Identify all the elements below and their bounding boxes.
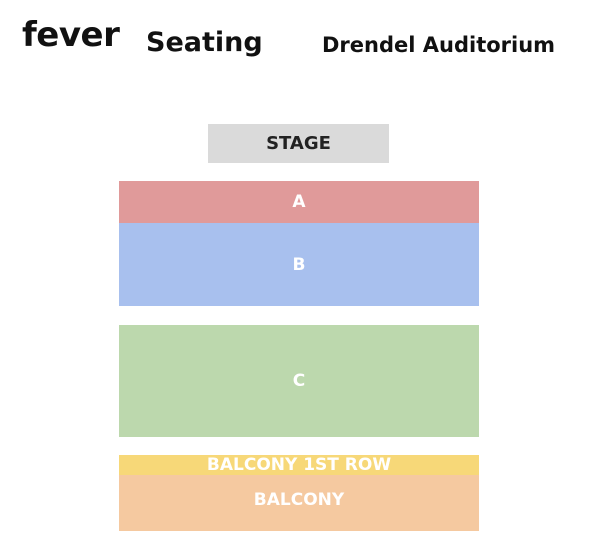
section-a[interactable]: A: [119, 181, 479, 223]
stage-block: STAGE: [208, 124, 389, 163]
section-b-label: B: [292, 254, 306, 275]
header: fever Seating Drendel Auditorium: [0, 0, 594, 80]
section-balcony-first-row[interactable]: BALCONY 1ST ROW: [119, 455, 479, 475]
fever-logo[interactable]: fever: [22, 15, 120, 55]
section-c[interactable]: C: [119, 325, 479, 437]
section-a-label: A: [292, 192, 306, 212]
section-b[interactable]: B: [119, 223, 479, 306]
section-c-label: C: [292, 371, 306, 391]
section-balcony[interactable]: BALCONY: [119, 475, 479, 531]
page-title: Seating: [146, 27, 263, 58]
venue-name: Drendel Auditorium: [322, 33, 556, 57]
section-balcony-first-row-label: BALCONY 1ST ROW: [206, 455, 392, 475]
stage-label: STAGE: [266, 133, 331, 154]
section-balcony-label: BALCONY: [253, 490, 345, 510]
